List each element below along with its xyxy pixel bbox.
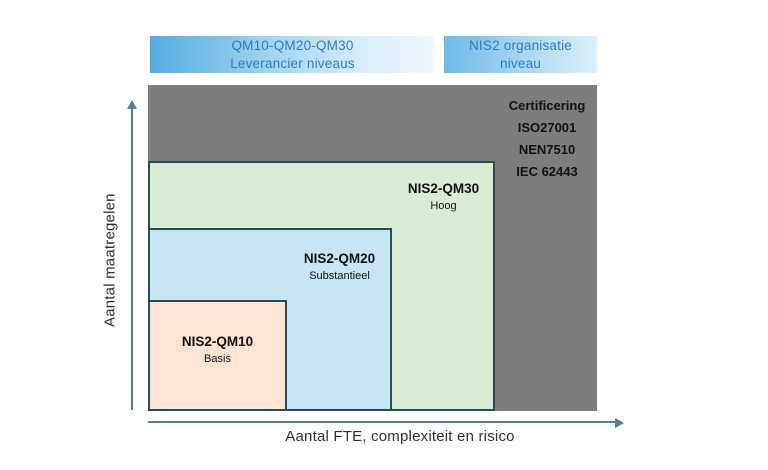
level-subtitle-qm10: Basis <box>204 353 231 365</box>
y-axis-line <box>131 107 133 410</box>
banner-supplier-line2: Leverancier niveaus <box>230 55 355 71</box>
banner-supplier-levels: QM10-QM20-QM30 Leverancier niveaus <box>150 36 435 73</box>
level-subtitle-qm20: Substantieel <box>309 270 370 282</box>
x-axis-line <box>148 421 616 423</box>
banner-supplier-line1: QM10-QM20-QM30 <box>231 37 354 53</box>
certification-line: ISO27001 <box>517 120 577 135</box>
level-box-qm10 <box>148 300 287 411</box>
level-title-qm10: NIS2-QM10 <box>181 334 254 349</box>
level-label-qm30: NIS2-QM30 Hoog <box>392 180 495 214</box>
x-axis-arrow-icon <box>615 418 624 428</box>
level-title-qm20: NIS2-QM20 <box>303 251 376 266</box>
certification-line: Certificering <box>508 98 586 113</box>
certification-line: NEN7510 <box>518 142 576 157</box>
level-subtitle-qm30: Hoog <box>430 200 457 212</box>
level-label-qm20: NIS2-QM20 Substantieel <box>287 250 392 284</box>
certification-line: IEC 62443 <box>516 164 578 179</box>
y-axis-label: Aantal maatregelen <box>101 193 119 327</box>
banner-organisation-line1: NIS2 organisatie <box>468 37 572 53</box>
certification-text: Certificering ISO27001 NEN7510 IEC 62443 <box>487 95 607 183</box>
y-axis-arrow-icon <box>127 100 137 109</box>
banner-organisation-level: NIS2 organisatie niveau <box>444 36 597 73</box>
level-label-qm10: NIS2-QM10 Basis <box>148 333 287 367</box>
level-title-qm30: NIS2-QM30 <box>407 181 480 196</box>
x-axis-label: Aantal FTE, complexiteit en risico <box>285 428 515 445</box>
banner-organisation-line2: niveau <box>500 55 541 71</box>
